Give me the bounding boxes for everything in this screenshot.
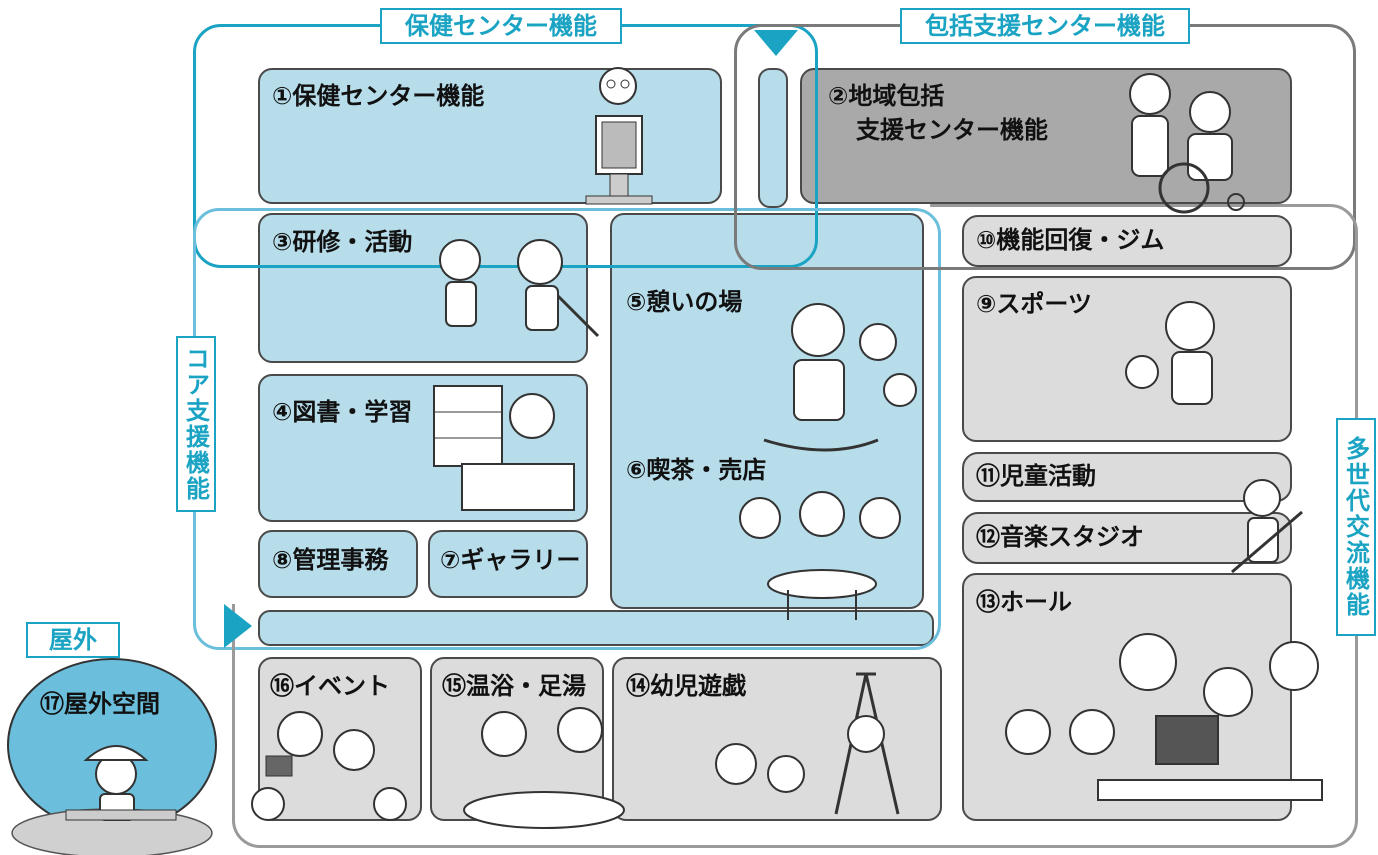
room-kinou-kaifuku	[962, 215, 1292, 267]
stretching-people-illustration	[439, 239, 600, 338]
label-room-15: ⑮温浴・足湯	[442, 672, 586, 700]
label-room-16: ⑯イベント	[270, 672, 390, 700]
caregiver-wheelchair-illustration	[1129, 73, 1245, 214]
label-room-3: ③研修・活動	[272, 228, 413, 256]
room-gallery	[428, 530, 588, 598]
doctor-xray-illustration	[585, 67, 653, 205]
room-sports	[962, 276, 1292, 442]
room-ongaku-studio	[962, 512, 1292, 564]
room-jidou-katsudo	[962, 452, 1292, 502]
room-hoken-center	[258, 68, 722, 204]
label-room-12: ⑫音楽スタジオ	[976, 523, 1144, 551]
room-youji-yuugi	[612, 657, 942, 821]
karaoke-singers-illustration	[1005, 633, 1323, 801]
footbath-people-illustration	[463, 707, 625, 829]
cafe-people-illustration	[739, 491, 901, 620]
room-kanri-jimu	[258, 530, 418, 598]
event-family-illustration	[251, 711, 407, 821]
label-room-1: ①保健センター機能	[272, 82, 485, 110]
label-room-7: ⑦ギャラリー	[440, 546, 581, 574]
swing-children-illustration	[715, 672, 900, 815]
label-room-5: ⑤憩いの場	[626, 288, 743, 316]
outdoor-space-dome	[7, 658, 217, 855]
entrance-triangle-left	[224, 604, 252, 648]
tag-outdoor: 屋外	[26, 622, 120, 658]
label-room-13: ⑬ホール	[976, 588, 1072, 616]
label-room-11: ⑪児童活動	[976, 462, 1096, 490]
tag-tasedai-koryu: 多世代交流機能	[1336, 418, 1376, 636]
label-room-8: ⑧管理事務	[272, 546, 389, 574]
library-study-illustration	[433, 385, 575, 511]
outdoor-picnic-illustration	[65, 745, 177, 821]
label-room-9: ⑨スポーツ	[976, 290, 1092, 318]
room-corridor-vertical	[758, 68, 788, 208]
label-room-2-line2: 支援センター機能	[856, 116, 1048, 144]
entrance-triangle-top	[754, 30, 798, 56]
label-room-2-line1: ②地域包括	[828, 82, 945, 110]
guitar-boy-illustration	[1231, 479, 1303, 574]
tag-hoken-center: 保健センター機能	[380, 8, 622, 44]
label-room-14: ⑭幼児遊戯	[626, 672, 746, 700]
rocking-chair-family-illustration	[763, 303, 917, 452]
tag-houkatsu-center: 包括支援センター機能	[900, 8, 1190, 44]
label-room-17: ⑰屋外空間	[40, 690, 160, 718]
label-room-6: ⑥喫茶・売店	[626, 456, 767, 484]
label-room-4: ④図書・学習	[272, 398, 413, 426]
room-corridor-horizontal	[258, 610, 934, 646]
room-ikoi-kissa	[610, 213, 924, 609]
label-room-10: ⑩機能回復・ジム	[976, 226, 1165, 254]
tag-core-support: コア支援機能	[176, 336, 216, 512]
volleyball-player-illustration	[1125, 301, 1215, 405]
